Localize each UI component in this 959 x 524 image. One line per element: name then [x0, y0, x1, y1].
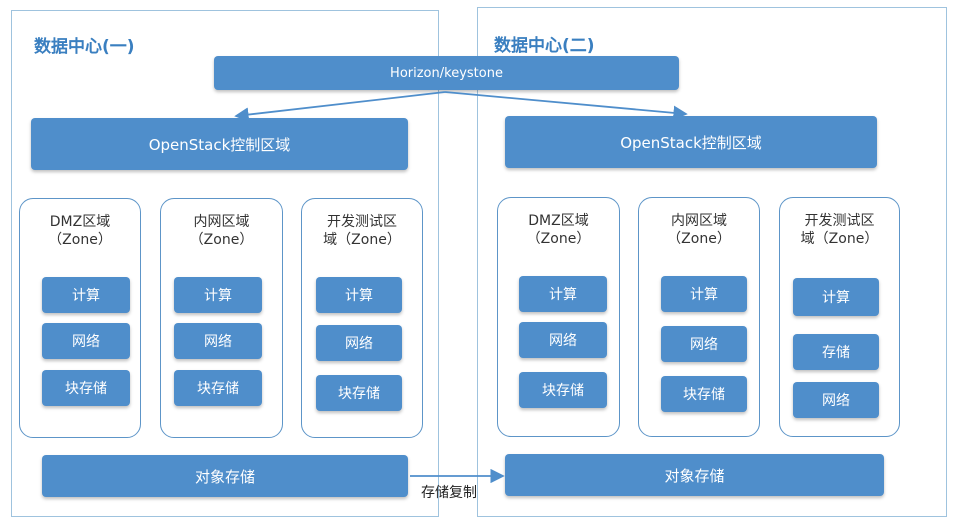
zone-label: 开发测试区域（Zone） — [780, 212, 899, 248]
zone-label-line-1: 内网区域 — [671, 213, 727, 229]
horizon-keystone-bar: Horizon/keystone — [214, 56, 679, 90]
zone-label-line-1: 开发测试区 — [804, 213, 875, 229]
datacenter-1-title: 数据中心(一) — [34, 37, 135, 57]
cell-block-storage: 块存储 — [174, 370, 262, 406]
cell-block-storage: 块存储 — [316, 375, 402, 411]
cell-storage: 存储 — [793, 334, 879, 370]
zone-label-line-2: （Zone） — [189, 232, 254, 248]
datacenter-1-zone-devtest: 开发测试区域（Zone） 计算 网络 块存储 — [301, 198, 423, 438]
datacenter-2-zone-dmz: DMZ区域 （Zone） 计算 网络 块存储 — [497, 197, 620, 437]
zone-label-line-1: 内网区域 — [193, 214, 250, 230]
zone-label: 内网区域 （Zone） — [639, 212, 759, 248]
storage-replication-label: 存储复制 — [421, 485, 477, 501]
cell-network: 网络 — [42, 323, 130, 359]
zone-label: DMZ区域 （Zone） — [20, 213, 140, 249]
datacenter-2-zone-intranet: 内网区域 （Zone） 计算 网络 块存储 — [638, 197, 760, 437]
zone-label: 开发测试区域（Zone） — [302, 213, 422, 249]
zone-label-line-1: DMZ区域 — [49, 214, 111, 230]
cell-compute: 计算 — [174, 277, 262, 313]
zone-label-line-2: （Zone） — [48, 232, 112, 248]
cell-compute: 计算 — [793, 278, 879, 316]
cell-compute: 计算 — [661, 276, 747, 312]
zone-label-line-2: 域（Zone） — [323, 232, 401, 248]
zone-label: 内网区域 （Zone） — [161, 213, 282, 249]
zone-label: DMZ区域 （Zone） — [498, 212, 619, 248]
datacenter-1-object-storage: 对象存储 — [42, 455, 408, 497]
cell-network: 网络 — [316, 325, 402, 361]
cell-network: 网络 — [793, 382, 879, 418]
zone-label-line-2: （Zone） — [526, 231, 591, 247]
cell-block-storage: 块存储 — [519, 372, 607, 408]
cell-compute: 计算 — [519, 276, 607, 312]
datacenter-1-control-region: OpenStack控制区域 — [31, 118, 408, 170]
zone-label-line-1: DMZ区域 — [528, 213, 589, 229]
datacenter-1-zone-intranet: 内网区域 （Zone） 计算 网络 块存储 — [160, 198, 283, 438]
datacenter-2-control-region: OpenStack控制区域 — [505, 116, 877, 168]
datacenter-2-zone-devtest: 开发测试区域（Zone） 计算 存储 网络 — [779, 197, 900, 437]
cell-block-storage: 块存储 — [661, 376, 747, 412]
zone-label-line-2: （Zone） — [667, 231, 731, 247]
cell-compute: 计算 — [42, 277, 130, 313]
cell-network: 网络 — [519, 322, 607, 358]
cell-block-storage: 块存储 — [42, 370, 130, 406]
datacenter-2-object-storage: 对象存储 — [505, 454, 884, 496]
zone-label-line-2: 域（Zone） — [800, 231, 879, 247]
zone-label-line-1: 开发测试区 — [327, 214, 397, 230]
datacenter-2-title: 数据中心(二) — [494, 36, 595, 56]
cell-network: 网络 — [661, 326, 747, 362]
cell-compute: 计算 — [316, 277, 402, 313]
cell-network: 网络 — [174, 323, 262, 359]
datacenter-1-zone-dmz: DMZ区域 （Zone） 计算 网络 块存储 — [19, 198, 141, 438]
